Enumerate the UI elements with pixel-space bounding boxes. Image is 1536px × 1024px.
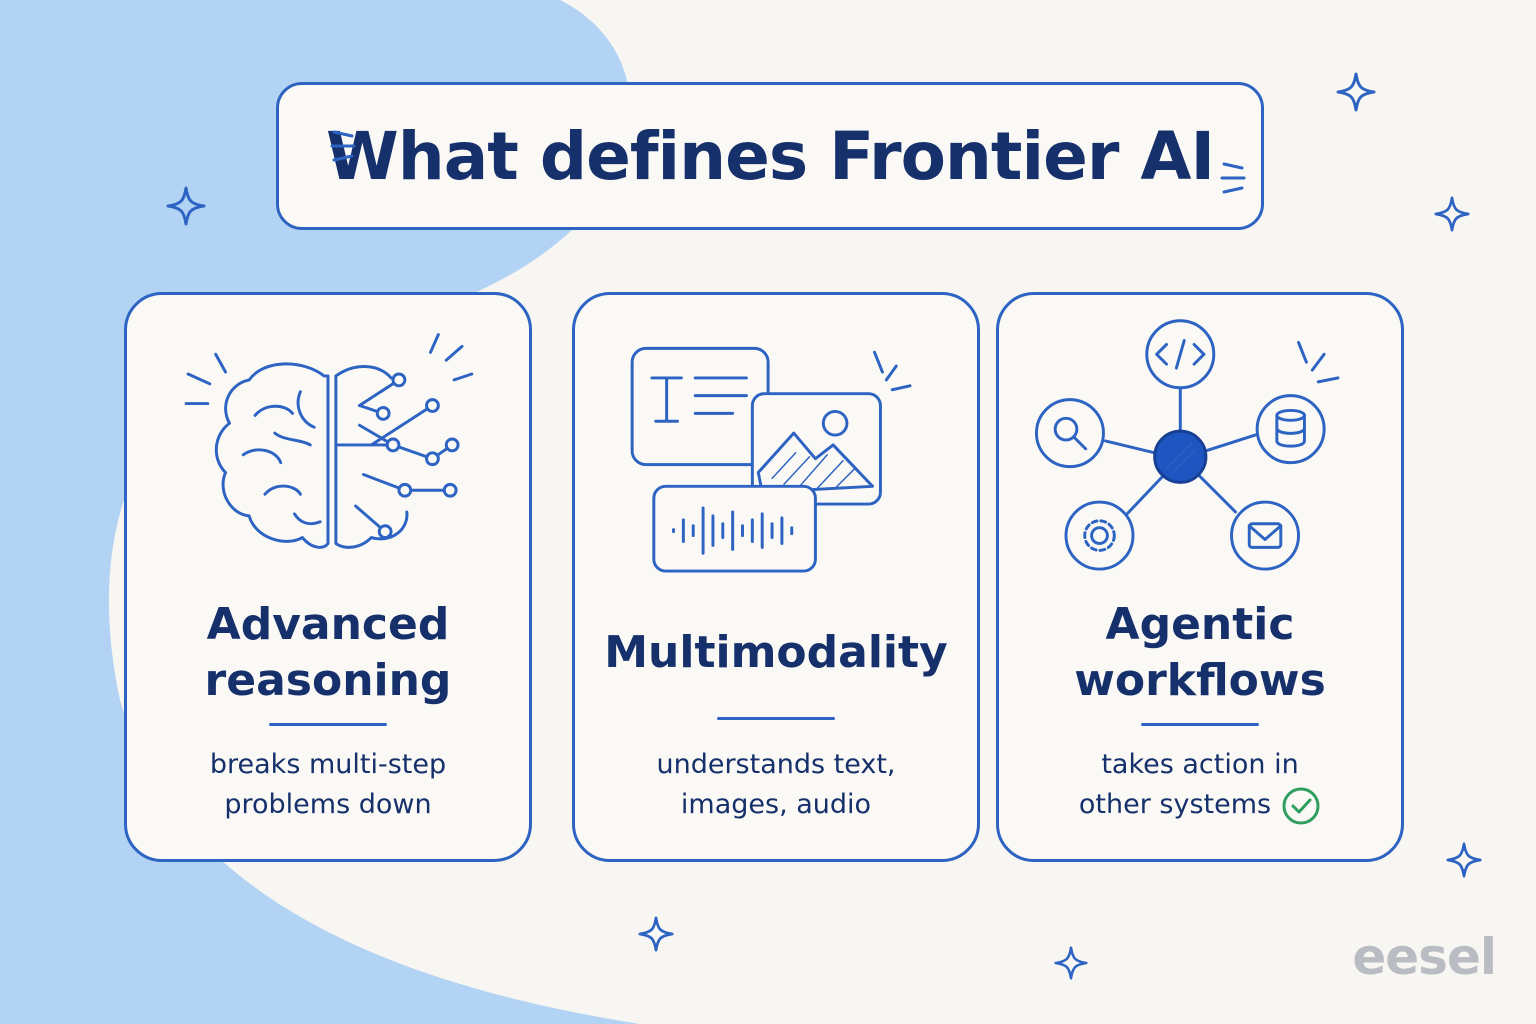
card-divider [1141,723,1259,726]
card-desc-line-1: takes action in [1101,749,1299,780]
brain-circuit-icon [184,333,474,549]
sparkle-icon [638,916,674,952]
card-advanced-reasoning: Advanced reasoning breaks multi-step pro… [124,292,532,862]
brand-logo: eesel [1352,928,1497,986]
page-title: What defines Frontier AI [325,117,1215,195]
card-title-line-2: workflows [1074,655,1326,706]
card-desc-text: other systems [1078,789,1272,820]
check-circle-icon [1282,787,1320,824]
card-divider [717,717,835,720]
card-desc-line-2: problems down [224,789,432,820]
title-banner: What defines Frontier AI [276,82,1264,230]
sparkle-icon [1054,946,1088,980]
card-desc-line-2: other systems [999,785,1401,826]
card-agentic-workflows: Agentic workflows takes action in other … [996,292,1404,862]
card-title-line-1: Multimodality [604,627,948,678]
card-title-line-1: Agentic [1105,599,1295,650]
hub-network-icon [1034,319,1340,571]
card-title-line-2: reasoning [204,655,452,706]
sparkle-icon [166,186,206,226]
title-emphasis-left-icon [330,130,356,162]
title-emphasis-right-icon [1220,162,1246,194]
sparkle-icon [1434,196,1470,232]
media-stack-icon [630,346,912,573]
card-title-line-1: Advanced [206,599,450,650]
card-multimodality: Multimodality understands text, images, … [572,292,980,862]
card-desc-line-1: breaks multi-step [209,749,447,780]
card-desc-line-2: images, audio [680,789,872,820]
sparkle-icon [1446,842,1482,878]
card-divider [269,723,387,726]
card-desc-line-1: understands text, [656,749,896,780]
sparkle-icon [1336,72,1376,112]
